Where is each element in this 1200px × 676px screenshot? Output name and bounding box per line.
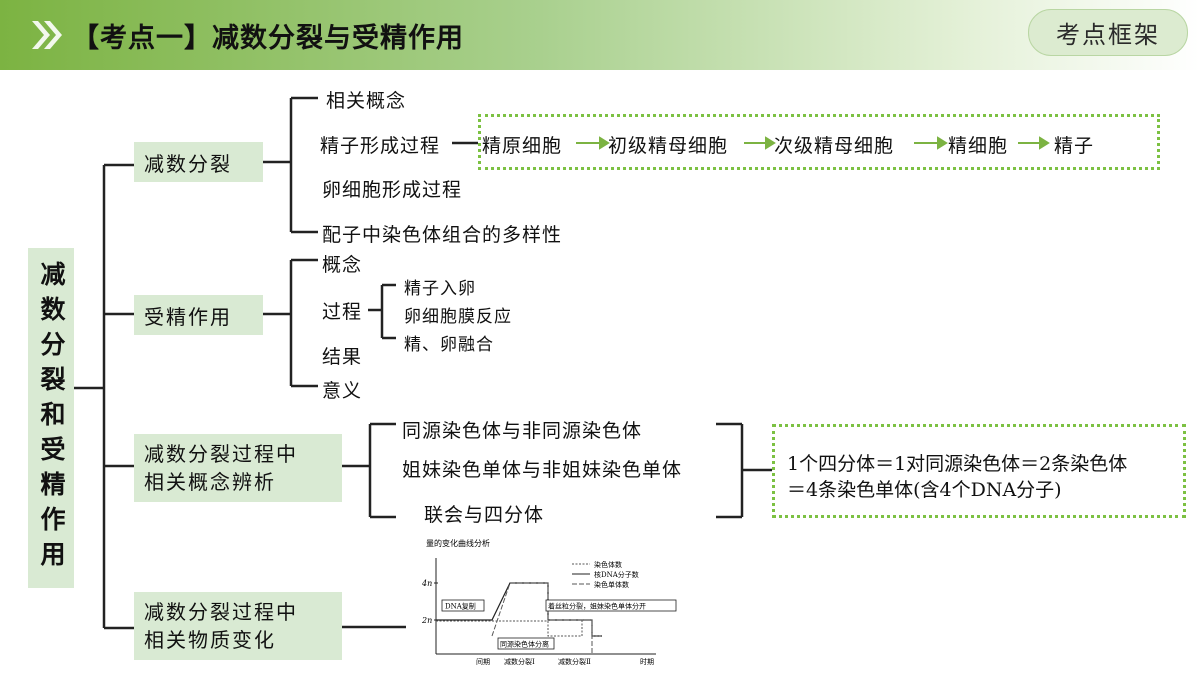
root-node: 减数分裂和受精作用 [28, 248, 74, 588]
branch-substance-change: 减数分裂过程中 相关物质变化 [134, 592, 342, 660]
quantity-change-chart: 量的变化曲线分析 4n 2n 染色体数 核DNA分子数 染色单体数 DNA复制 … [406, 532, 696, 672]
item-egg-formation: 卵细胞形成过程 [322, 179, 463, 201]
item-concept: 概念 [322, 254, 363, 276]
equation-line: ＝4条染色单体(含4个DNA分子) [787, 479, 1062, 501]
branch-label-line: 相关概念辨析 [144, 470, 276, 494]
annotation-homolog-separation: 同源染色体分离 [500, 640, 549, 649]
branch-meiosis: 减数分裂 [134, 142, 263, 182]
item-related-concepts: 相关概念 [326, 90, 407, 112]
legend-dna: 核DNA分子数 [594, 570, 639, 579]
double-chevron-icon [32, 21, 62, 49]
x-category-label: 间期 [476, 658, 490, 666]
legend-chromatid: 染色单体数 [594, 580, 629, 589]
process-step: 精、卵融合 [404, 335, 494, 355]
flow-step: 精子 [1054, 135, 1095, 157]
flow-step: 精原细胞 [482, 135, 563, 157]
branch-fertilization: 受精作用 [134, 295, 263, 335]
page-title: 【考点一】减数分裂与受精作用 [72, 23, 464, 54]
branch-label-line: 相关物质变化 [144, 628, 276, 652]
item-result: 结果 [322, 346, 363, 368]
equation-line: 1个四分体＝1对同源染色体＝2条染色体 [787, 453, 1128, 475]
x-category-label: 减数分裂Ⅱ [558, 657, 591, 666]
y-tick-label: 2n [421, 616, 432, 625]
item-process: 过程 [322, 301, 363, 323]
header-bar: 【考点一】减数分裂与受精作用 考点框架 [0, 0, 1200, 70]
branch-label-line: 减数分裂过程中 [144, 442, 298, 466]
annotation-box [545, 599, 677, 612]
item-synapsis-tetrad: 联会与四分体 [424, 504, 545, 526]
annotation-box [441, 599, 485, 612]
series-chromosome-line [436, 619, 602, 637]
framework-badge[interactable]: 考点框架 [1028, 9, 1188, 56]
item-homologous: 同源染色体与非同源染色体 [402, 420, 643, 442]
chart-title: 量的变化曲线分析 [426, 538, 490, 548]
legend-chromosome: 染色体数 [594, 560, 622, 569]
process-step: 精子入卵 [404, 279, 476, 299]
item-sister-chromatids: 姐妹染色单体与非姐妹染色单体 [402, 459, 683, 481]
x-category-label: 减数分裂Ⅰ [504, 657, 535, 666]
y-tick-label: 4n [421, 579, 432, 588]
annotation-dna-replication: DNA复制 [445, 602, 476, 611]
flow-step: 次级精母细胞 [774, 135, 895, 157]
item-significance: 意义 [322, 380, 363, 402]
x-axis-label: 时期 [640, 657, 654, 666]
branch-label: 受精作用 [144, 304, 232, 329]
chart-svg: 量的变化曲线分析 4n 2n 染色体数 核DNA分子数 染色单体数 DNA复制 … [421, 538, 677, 666]
tetrad-equation-box: 1个四分体＝1对同源染色体＝2条染色体 ＝4条染色单体(含4个DNA分子) [772, 424, 1186, 518]
flow-step: 初级精母细胞 [608, 135, 729, 157]
item-gamete-diversity: 配子中染色体组合的多样性 [322, 224, 563, 246]
annotation-box [497, 637, 555, 650]
branch-label: 减数分裂 [144, 151, 232, 176]
branch-concepts: 减数分裂过程中 相关概念辨析 [134, 434, 342, 502]
item-sperm-formation: 精子形成过程 [320, 135, 441, 157]
sperm-flow-box [478, 114, 1160, 170]
flow-step: 精细胞 [948, 135, 1009, 157]
branch-label-line: 减数分裂过程中 [144, 600, 298, 624]
process-step: 卵细胞膜反应 [404, 307, 512, 327]
annotation-centromere-split: 着丝粒分裂，姐妹染色单体分开 [548, 602, 646, 611]
